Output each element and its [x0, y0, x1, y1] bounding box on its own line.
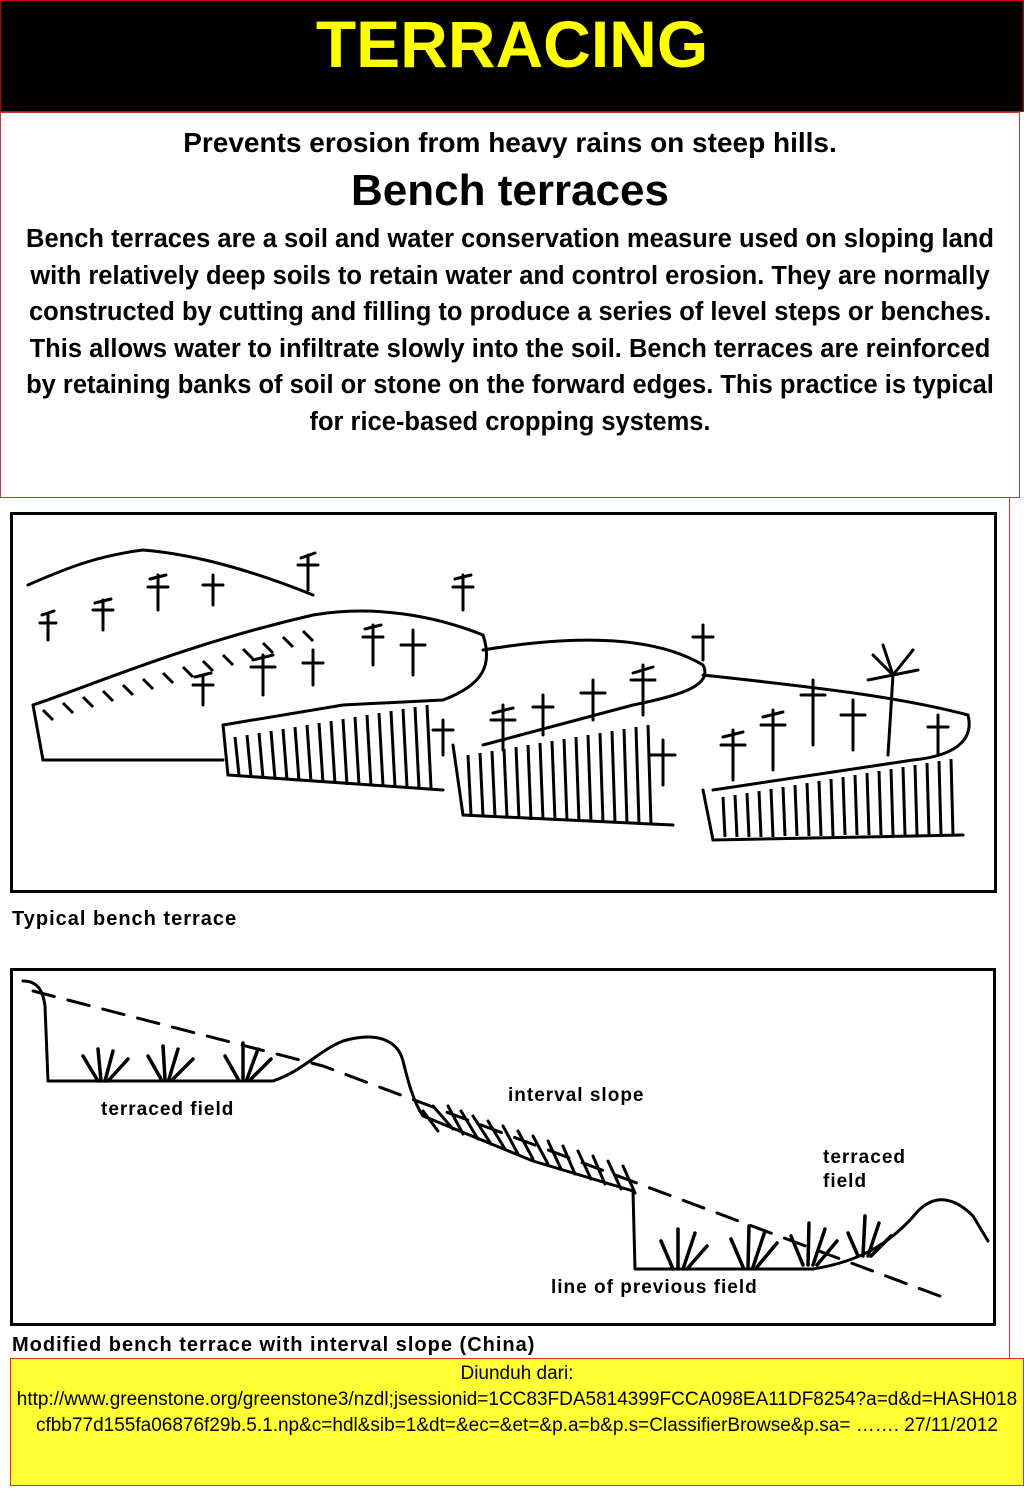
figure-area: Typical bench terrace	[0, 498, 1010, 1358]
interval-slope-diagram: terraced field interval slope terraced f…	[10, 968, 996, 1326]
source-footer: Diunduh dari: http://www.greenstone.org/…	[10, 1358, 1024, 1486]
label-terraced-field-left: terraced field	[101, 1099, 235, 1120]
bench-terrace-illustration	[10, 512, 997, 893]
label-interval-slope: interval slope	[508, 1085, 645, 1106]
title-bar: TERRACING	[0, 0, 1024, 112]
label-terraced-field-right-1: terraced	[823, 1147, 906, 1168]
source-link[interactable]: http://www.greenstone.org/greenstone3/nz…	[16, 1389, 1018, 1436]
interval-slope-drawing	[21, 979, 990, 1303]
section-heading: Bench terraces	[351, 166, 669, 215]
label-terraced-field-right-2: field	[823, 1171, 868, 1192]
page-title: TERRACING	[315, 7, 709, 81]
subtitle: Prevents erosion from heavy rains on ste…	[183, 127, 837, 158]
figure1-caption: Typical bench terrace	[12, 908, 238, 930]
text-panel: Prevents erosion from heavy rains on ste…	[0, 112, 1020, 498]
bench-terrace-drawing	[26, 548, 971, 842]
body-paragraph: Bench terraces are a soil and water cons…	[26, 225, 994, 436]
figure2-caption: Modified bench terrace with interval slo…	[12, 1334, 536, 1356]
source-label: Diunduh dari:	[460, 1363, 574, 1384]
label-previous-field: line of previous field	[551, 1277, 758, 1298]
